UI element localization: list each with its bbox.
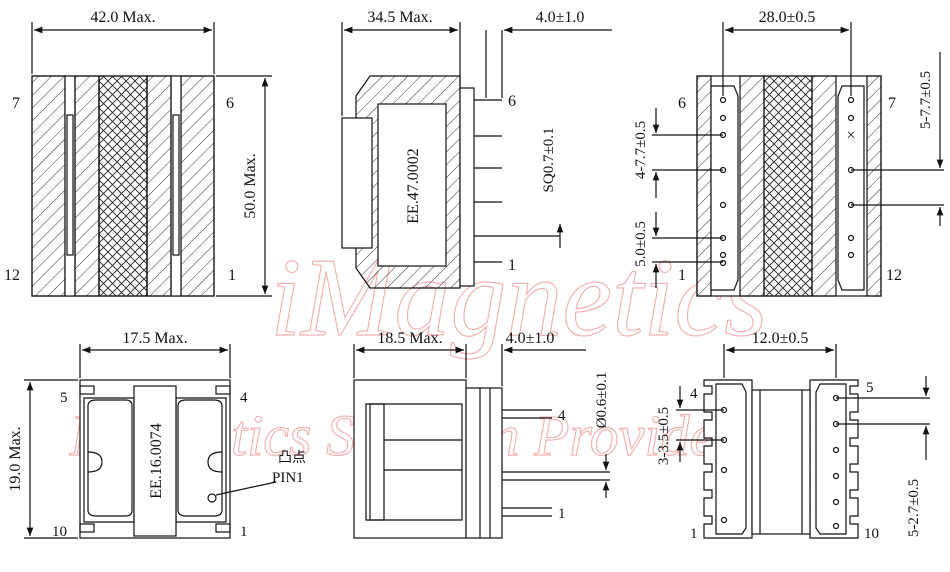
small-front-pin-5: 5 [60,390,68,406]
large-front-pin-12: 12 [4,267,20,284]
large-front-view [31,22,272,297]
small-side-pin-len-dim: 4.0±1.0 [506,330,555,347]
small-front-labels: 17.5 Max. 19.0 Max. EE.16.0074 5 4 10 1 … [7,330,306,540]
small-bottom-pin-1: 1 [690,526,698,542]
large-front-labels: 42.0 Max. 50.0 Max. 7 6 12 1 [4,9,259,284]
large-side-part-label: EE.47.0002 [405,148,422,224]
large-front-height-dim: 50.0 Max. [242,153,259,218]
small-front-pin-4: 4 [240,390,248,406]
small-side-pin-1: 1 [558,506,566,522]
small-bottom-view [676,344,930,539]
large-front-width-dim: 42.0 Max. [90,9,155,26]
missing-pin-mark: × [846,127,855,144]
small-bottom-pitch-right: 5-2.7±0.5 [906,479,922,537]
large-bottom-pin-1: 1 [678,267,686,284]
small-front-height-dim: 19.0 Max. [7,426,24,491]
large-bottom-width-dim: 28.0±0.5 [759,9,816,26]
large-bottom-pin-6: 6 [678,95,686,112]
large-bottom-view [652,22,944,297]
small-bottom-pin-10: 10 [864,526,879,542]
large-side-labels: 34.5 Max. 4.0±1.0 SQ0.7±0.1 EE.47.0002 6… [367,9,584,274]
small-side-width-dim: 18.5 Max. [377,330,442,347]
large-side-pin-1: 1 [508,257,516,274]
large-front-pin-6: 6 [226,95,234,112]
large-side-pin-6: 6 [508,93,516,110]
large-bottom-pitch-right: 5-7.7±0.5 [918,71,934,129]
small-side-labels: 18.5 Max. 4.0±1.0 Ø0.6±0.1 4 1 [377,330,610,522]
small-bottom-pitch-left: 3-3.5±0.5 [656,407,672,465]
large-bottom-labels: 28.0±0.5 4-7.7±0.5 5.0±0.5 5-7.7±0.5 6 7… [633,9,934,284]
large-front-pin-1: 1 [228,267,236,284]
large-front-pin-7: 7 [12,95,20,112]
small-side-dia-dim: Ø0.6±0.1 [594,372,610,429]
small-front-mark-cn: 凸点 [278,450,306,466]
small-bottom-pin-4: 4 [690,386,698,402]
small-front-mark-pin1: PIN1 [272,470,304,486]
small-front-part-label: EE.16.0074 [148,423,165,499]
large-bottom-pitch-upper: 4-7.7±0.5 [633,121,649,179]
large-side-width-dim: 34.5 Max. [367,9,432,26]
small-side-view [353,344,610,539]
small-bottom-pin-5: 5 [866,380,874,396]
large-bottom-pin-12: 12 [886,267,902,284]
large-side-view [341,22,612,289]
small-bottom-labels: 12.0±0.5 3-3.5±0.5 5-2.7±0.5 4 5 1 10 [656,330,922,542]
small-side-pin-4: 4 [558,408,566,424]
small-front-view [24,344,277,539]
watermark-brand: iMagnetics [270,236,768,360]
large-bottom-pitch-lower: 5.0±0.5 [633,221,649,267]
small-bottom-width-dim: 12.0±0.5 [752,330,809,347]
small-front-width-dim: 17.5 Max. [122,330,187,347]
large-bottom-pin-7: 7 [888,95,896,112]
small-front-pin-10: 10 [52,524,67,540]
small-front-pin-1: 1 [240,524,248,540]
large-side-pin-len-dim: 4.0±1.0 [536,9,585,26]
large-side-sq-dim: SQ0.7±0.1 [541,128,557,193]
